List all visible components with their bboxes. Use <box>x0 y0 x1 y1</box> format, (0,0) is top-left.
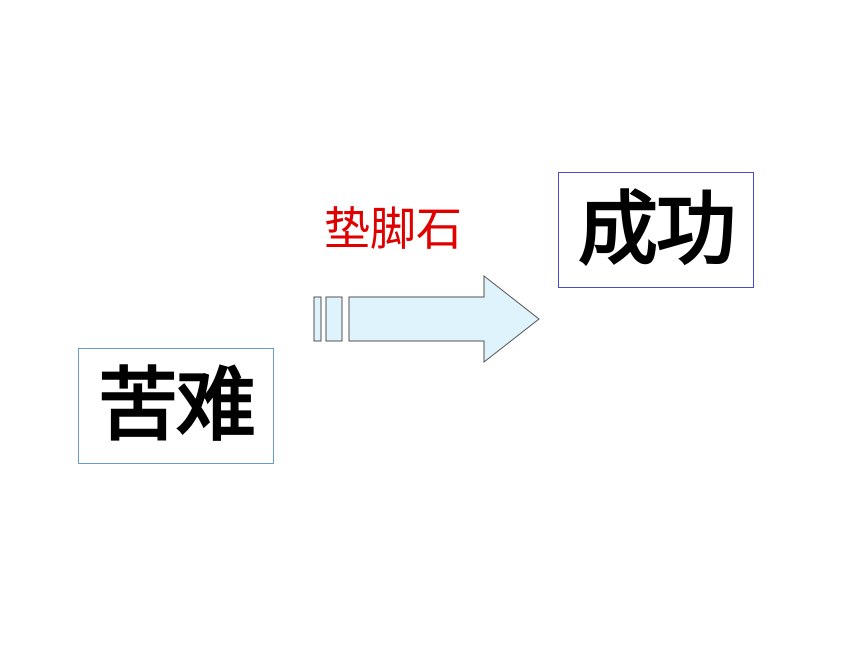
node-success-label: 成功 <box>578 183 736 276</box>
node-success: 成功 <box>558 172 754 288</box>
node-hardship: 苦难 <box>78 348 274 464</box>
striped-right-arrow <box>313 274 540 364</box>
node-hardship-label: 苦难 <box>98 359 256 452</box>
arrow-stripe-1 <box>313 296 322 342</box>
arrow-stripe-2 <box>325 296 343 342</box>
arrow-body <box>348 274 540 364</box>
arrow-label: 垫脚石 <box>324 202 462 256</box>
